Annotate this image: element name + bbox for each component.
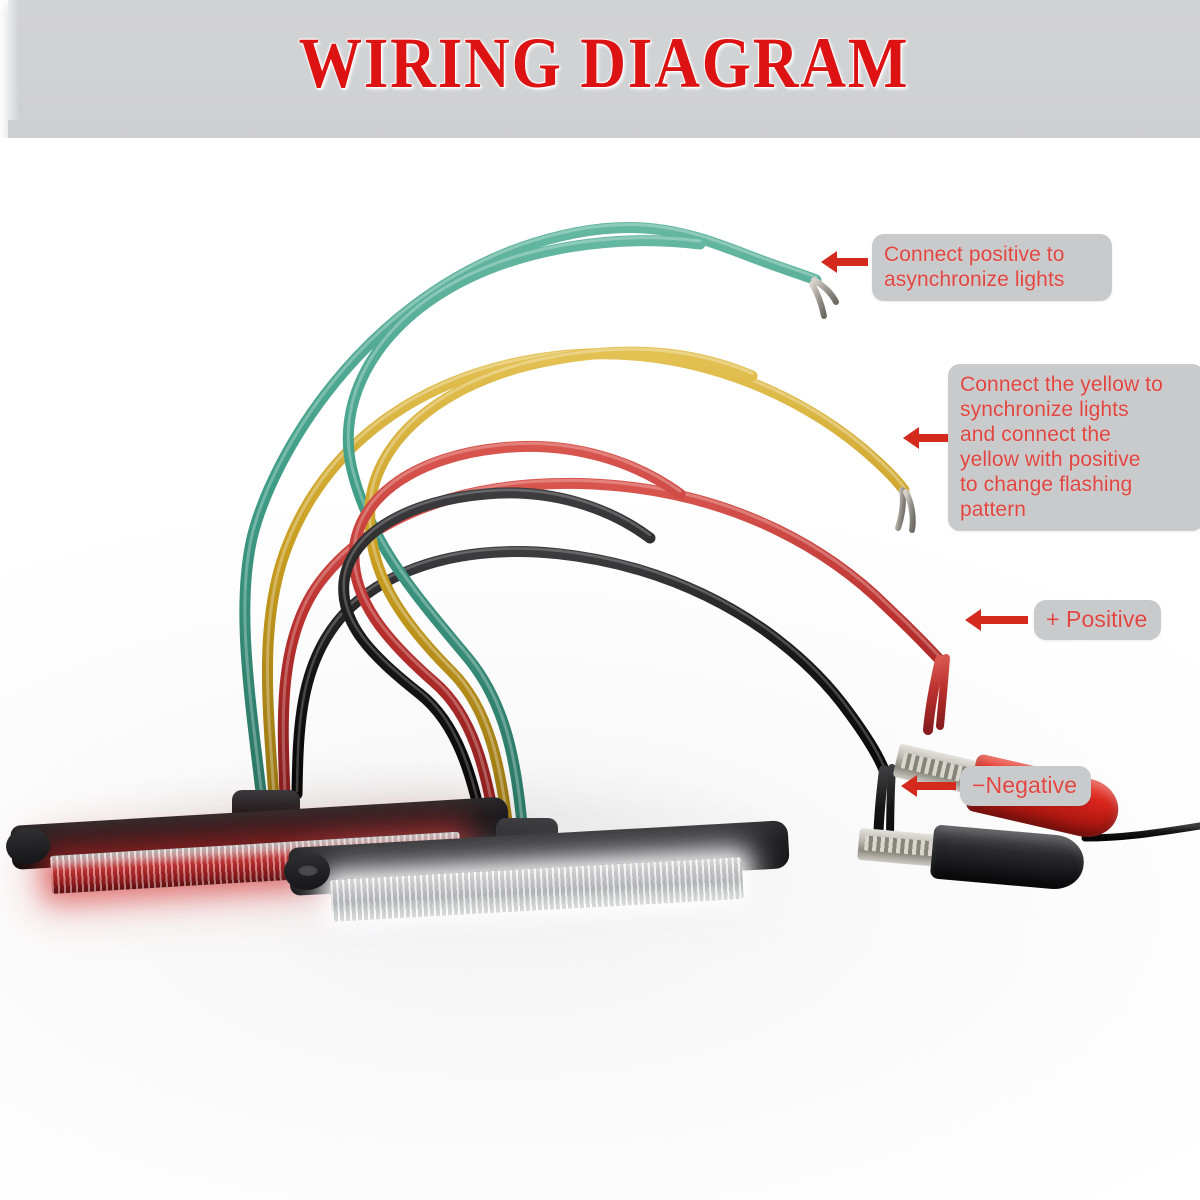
annotation-arrow-asynchronize — [821, 251, 868, 273]
annotation-asynchronize-line-2: asynchronize lights — [884, 268, 1065, 291]
annotation-arrow-negative — [901, 775, 956, 797]
annotation-negative: −Negative — [960, 766, 1092, 806]
annotation-asynchronize-line-1: Connect positive to — [884, 243, 1065, 266]
annotation-synchronize: Connect the yellow to synchronize lights… — [948, 364, 1200, 531]
annotation-synchronize-line-5: to change flashing — [960, 473, 1133, 496]
annotation-arrow-positive — [965, 609, 1028, 631]
lamp-white-mount-hole — [298, 864, 318, 876]
black-wire-lamp-b — [338, 487, 656, 838]
annotation-synchronize-line-1: Connect the yellow to — [960, 373, 1163, 396]
green-wire-lamp-b — [342, 235, 706, 830]
annotation-negative-label: −Negative — [972, 772, 1078, 798]
annotation-positive-label: + Positive — [1046, 606, 1148, 632]
black-alligator-clip[interactable] — [852, 804, 1091, 934]
header-banner: WIRING DIAGRAM — [8, 0, 1200, 138]
led-lamp-red[interactable] — [0, 790, 520, 928]
banner-left-edge — [8, 0, 18, 120]
annotation-synchronize-line-4: yellow with positive — [960, 448, 1141, 471]
wire-harness — [239, 221, 1200, 857]
yellow-wire-lamp-a — [261, 348, 916, 804]
annotation-synchronize-line-2: synchronize lights — [960, 398, 1129, 421]
annotation-synchronize-line-6: pattern — [960, 498, 1027, 521]
diagram-stage: Connect positive to asynchronize lights … — [0, 138, 1200, 1200]
red-clip-lead — [923, 654, 950, 735]
led-lamp-white[interactable] — [280, 818, 800, 968]
black-clip-tail-wire — [1081, 822, 1200, 842]
black-wire-lamp-a — [291, 546, 890, 800]
red-wire-lamp-a — [277, 477, 946, 802]
black-clip-boot — [929, 824, 1086, 892]
annotation-synchronize-line-3: and connect the — [960, 423, 1111, 446]
page-title: WIRING DIAGRAM — [298, 23, 910, 103]
annotation-asynchronize: Connect positive to asynchronize lights — [872, 234, 1112, 301]
annotation-positive: + Positive — [1034, 600, 1162, 640]
annotation-arrow-synchronize — [903, 427, 948, 449]
